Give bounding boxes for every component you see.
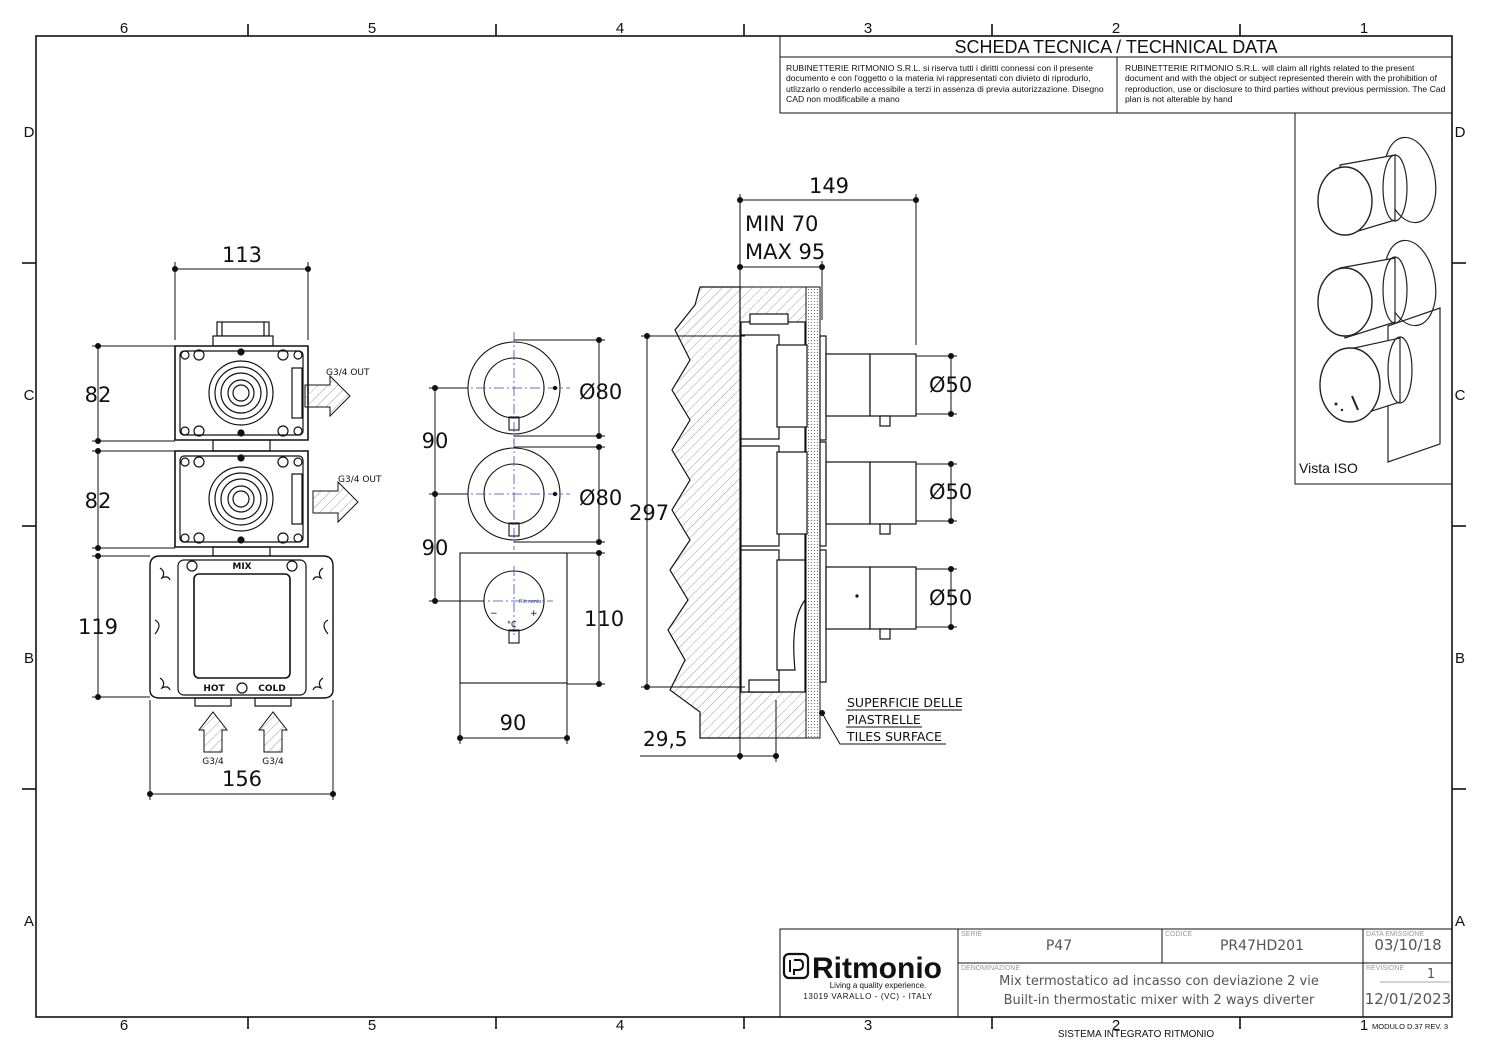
row-label: C [1455, 387, 1466, 404]
front-view [458, 332, 570, 684]
serie-value: P47 [1046, 938, 1072, 954]
knob-minus: − [490, 609, 498, 619]
col-label: 5 [368, 20, 376, 37]
row-label: D [1455, 124, 1466, 141]
row-label: A [1455, 913, 1465, 930]
side-view [667, 286, 917, 739]
revisione-label: REVISIONE [1366, 965, 1404, 972]
codice-value: PR47HD201 [1220, 938, 1304, 954]
frame-column-labels: 6 5 4 3 2 1 6 5 4 3 2 1 [120, 20, 1368, 1034]
legal-text-it: RUBINETTERIE RITMONIO S.R.L. si riserva … [786, 63, 1104, 105]
knob-brand: Ritmonio [519, 599, 541, 605]
inlet-hot-label: G3/4 [202, 757, 224, 767]
iso-view-label: Vista ISO [1299, 460, 1358, 476]
denominazione-label: DENOMINAZIONE [961, 965, 1020, 972]
side-view-texts: 149 MIN 70 MAX 95 297 Ø50 Ø50 Ø50 29,5 S… [629, 174, 972, 751]
inlet-cold-label: G3/4 [262, 757, 284, 767]
knob-degree: °C [507, 620, 517, 629]
outlet-label-1: G3/4 OUT [326, 368, 370, 378]
row-label: B [1455, 650, 1465, 667]
data-label: DATA EMISSIONE [1366, 931, 1424, 938]
dim-plate-width: 90 [500, 711, 527, 735]
surface-label-2: PIASTRELLE [847, 712, 921, 727]
dim-knob-diameter-1: Ø50 [929, 373, 972, 397]
iso-view [1294, 112, 1453, 485]
max-depth-label: MAX 95 [745, 240, 825, 264]
title-block [779, 928, 1453, 1018]
drawing-frame [22, 24, 1466, 1029]
col-label: 2 [1112, 1017, 1120, 1034]
front-view-texts: 90 90 Ø80 Ø80 110 90 Ritmonio − + °C [422, 380, 624, 735]
surface-label-1: SUPERFICIE DELLE [847, 695, 963, 710]
dim-total-height: 297 [629, 501, 669, 525]
col-label: 6 [120, 20, 128, 37]
description-en: Built-in thermostatic mixer with 2 ways … [1004, 993, 1315, 1008]
row-label: B [24, 650, 34, 667]
body-view-texts: 113 82 82 119 156 G3/4 OUT G3/4 OUT MIX … [78, 243, 382, 791]
row-label: A [24, 913, 34, 930]
col-label: 6 [120, 1017, 128, 1034]
side-view-dimensions [640, 194, 962, 762]
col-label: 1 [1360, 1017, 1368, 1034]
dim-body-width: 113 [222, 243, 262, 267]
col-label: 4 [616, 1017, 624, 1034]
sistema-label: SISTEMA INTEGRATO RITMONIO [1058, 1029, 1215, 1040]
modulo-label: MODULO D.37 REV. 3 [1372, 1022, 1448, 1031]
ritmonio-logo-icon [782, 952, 810, 980]
col-label: 3 [864, 1017, 872, 1034]
front-view-dimensions [429, 337, 605, 744]
serie-label: SERIE [961, 931, 982, 938]
col-label: 3 [864, 20, 872, 37]
hot-label: HOT [203, 684, 225, 694]
brand-tagline: Living a quality experience. [830, 981, 927, 990]
body-view-dimensions [92, 262, 336, 800]
dim-offset: 29,5 [643, 727, 688, 751]
brand-address: 13019 VARALLO - (VC) - ITALY [803, 992, 932, 1001]
revision-date-value: 12/01/2023 [1365, 990, 1451, 1008]
legal-text-en: RUBINETTERIE RITMONIO S.R.L. will claim … [1125, 63, 1446, 105]
frame-row-labels: D C B A D C B A [24, 124, 1466, 930]
outlet-label-2: G3/4 OUT [338, 475, 382, 485]
body-view [149, 321, 359, 753]
dim-knob-diameter-2: Ø50 [929, 480, 972, 504]
dim-spacing-1: 90 [422, 429, 449, 453]
col-label: 1 [1360, 20, 1368, 37]
knob-plus: + [530, 609, 538, 619]
row-label: C [24, 387, 35, 404]
min-depth-label: MIN 70 [745, 212, 818, 236]
data-emissione-value: 03/10/18 [1374, 936, 1441, 954]
title-block-labels: SERIE CODICE DATA EMISSIONE DENOMINAZION… [961, 931, 1424, 972]
dim-mixer-height: 119 [78, 615, 118, 639]
col-label: 4 [616, 20, 624, 37]
dim-module-middle: 82 [85, 489, 112, 513]
dim-plate-height: 110 [584, 607, 624, 631]
revisione-value: 1 [1427, 967, 1435, 982]
cold-label: COLD [258, 684, 285, 694]
dim-knob-diameter-3: Ø50 [929, 586, 972, 610]
dim-module-upper: 82 [85, 383, 112, 407]
mix-label: MIX [232, 562, 251, 572]
dim-diameter-1: Ø80 [579, 380, 622, 404]
row-label: D [24, 124, 35, 141]
dim-depth: 149 [809, 174, 849, 198]
brand-name: Ritmonio [812, 952, 942, 985]
header-box [779, 35, 1453, 114]
dim-spacing-2: 90 [422, 536, 449, 560]
col-label: 5 [368, 1017, 376, 1034]
title-block-values: P47 PR47HD201 03/10/18 Mix termostatico … [999, 936, 1451, 1008]
codice-label: CODICE [1165, 931, 1193, 938]
col-label: 2 [1112, 20, 1120, 37]
description-it: Mix termostatico ad incasso con deviazio… [999, 974, 1319, 989]
dim-base-width: 156 [222, 767, 262, 791]
surface-label-3: TILES SURFACE [846, 729, 942, 744]
dim-diameter-2: Ø80 [579, 486, 622, 510]
header-title: SCHEDA TECNICA / TECHNICAL DATA [954, 37, 1277, 57]
